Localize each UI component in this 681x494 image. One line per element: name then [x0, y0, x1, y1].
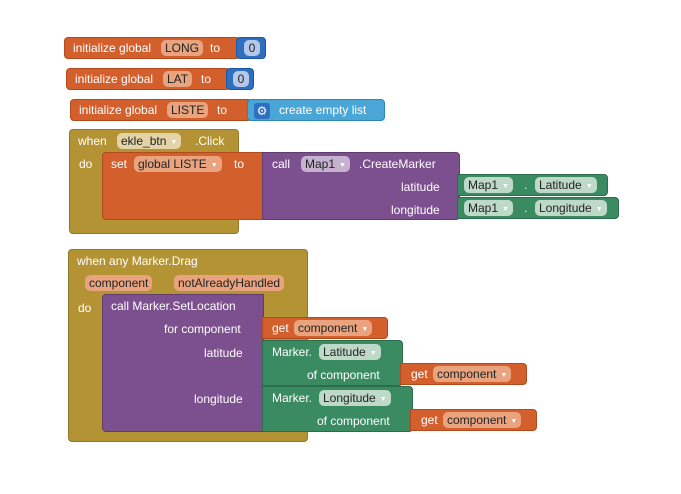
- var-name-liste[interactable]: LISTE: [167, 102, 209, 118]
- latitude-socket-label: latitude: [204, 346, 243, 360]
- map1-latitude-getter[interactable]: Map1▼ . Latitude▼: [457, 174, 608, 196]
- call-label: call Marker.SetLocation: [111, 299, 236, 313]
- init-global-label: initialize global: [75, 72, 154, 86]
- variable-name: component: [447, 413, 507, 427]
- dropdown-arrow-icon: ▼: [510, 418, 518, 425]
- for-component-label: for component: [164, 322, 241, 336]
- longitude-socket-label: longitude: [194, 392, 243, 406]
- property-name: Longitude: [539, 201, 592, 215]
- variable-dropdown[interactable]: component▼: [294, 320, 373, 336]
- get-component-block[interactable]: get component▼: [410, 409, 537, 431]
- param-not-already-handled[interactable]: notAlreadyHandled: [174, 275, 285, 291]
- when-label: when: [78, 134, 107, 148]
- component-dropdown[interactable]: Map1▼: [464, 200, 513, 216]
- to-label: to: [217, 103, 228, 117]
- map-component-dropdown[interactable]: Map1▼: [301, 156, 350, 172]
- do-label: do: [79, 157, 93, 171]
- number-value[interactable]: 0: [244, 40, 260, 56]
- property-dropdown[interactable]: Longitude▼: [319, 390, 391, 406]
- var-name-lat[interactable]: LAT: [163, 71, 193, 87]
- property-name: Latitude: [539, 178, 582, 192]
- dropdown-arrow-icon: ▼: [369, 350, 377, 357]
- marker-prefix: Marker.: [272, 391, 313, 405]
- dropdown-arrow-icon: ▼: [500, 372, 508, 379]
- method-name: .CreateMarker: [359, 157, 436, 171]
- number-value[interactable]: 0: [233, 71, 249, 87]
- var-name-long[interactable]: LONG: [161, 40, 204, 56]
- variable-dropdown[interactable]: component▼: [443, 412, 522, 428]
- init-global-label: initialize global: [79, 103, 158, 117]
- dot-separator: .: [524, 201, 528, 215]
- marker-latitude-getter[interactable]: Marker. Latitude▼ of component: [262, 340, 403, 386]
- call-label: call: [272, 157, 291, 171]
- call-set-location-block[interactable]: call Marker.SetLocation for component la…: [102, 294, 264, 432]
- param-component[interactable]: component: [85, 275, 153, 291]
- component-name: Map1: [468, 201, 499, 215]
- component-name: Map1: [305, 157, 336, 171]
- dropdown-arrow-icon: ▼: [502, 183, 509, 190]
- variable-name: component: [437, 367, 497, 381]
- set-variable-block[interactable]: set global LISTE▼ to: [102, 152, 266, 220]
- marker-prefix: Marker.: [272, 345, 313, 359]
- property-name: Longitude: [323, 391, 376, 405]
- init-global-long-block[interactable]: initialize global LONG to: [64, 37, 240, 59]
- init-global-liste-block[interactable]: initialize global LISTE to: [70, 99, 252, 121]
- dropdown-arrow-icon: ▼: [339, 162, 346, 169]
- get-component-block[interactable]: get component▼: [400, 363, 527, 385]
- number-block-long[interactable]: 0: [236, 37, 266, 59]
- dropdown-arrow-icon: ▼: [361, 326, 369, 333]
- component-dropdown[interactable]: ekle_btn▼: [117, 133, 182, 149]
- property-dropdown[interactable]: Longitude▼: [535, 200, 607, 216]
- variable-name: component: [298, 321, 358, 335]
- init-global-label: initialize global: [73, 41, 152, 55]
- get-label: get: [411, 367, 428, 381]
- event-name: .Click: [195, 134, 225, 148]
- property-dropdown[interactable]: Latitude▼: [535, 177, 597, 193]
- get-label: get: [272, 321, 289, 335]
- dropdown-arrow-icon: ▼: [585, 183, 593, 190]
- property-name: Latitude: [323, 345, 366, 359]
- longitude-socket-label: longitude: [391, 203, 440, 217]
- dropdown-arrow-icon: ▼: [210, 162, 218, 169]
- number-block-lat[interactable]: 0: [226, 68, 254, 90]
- mutator-gear-icon[interactable]: ⚙: [254, 103, 270, 119]
- get-label: get: [421, 413, 438, 427]
- dropdown-arrow-icon: ▼: [170, 139, 178, 146]
- set-label: set: [111, 157, 128, 171]
- property-dropdown[interactable]: Latitude▼: [319, 344, 381, 360]
- latitude-socket-label: latitude: [401, 180, 440, 194]
- get-component-block[interactable]: get component▼: [262, 317, 388, 339]
- marker-longitude-getter[interactable]: Marker. Longitude▼ of component: [262, 386, 413, 432]
- event-title: when any Marker.Drag: [77, 254, 198, 268]
- component-dropdown[interactable]: Map1▼: [464, 177, 513, 193]
- to-label: to: [210, 41, 221, 55]
- to-label: to: [201, 72, 212, 86]
- dot-separator: .: [524, 178, 528, 192]
- component-name: ekle_btn: [121, 134, 167, 148]
- create-empty-list-label: create empty list: [279, 103, 367, 117]
- component-name: Map1: [468, 178, 499, 192]
- do-label: do: [78, 301, 92, 315]
- call-create-marker-block[interactable]: call Map1▼ .CreateMarker latitude longit…: [262, 152, 460, 220]
- map1-longitude-getter[interactable]: Map1▼ . Longitude▼: [457, 197, 619, 219]
- of-component-label: of component: [317, 414, 390, 428]
- dropdown-arrow-icon: ▼: [502, 206, 509, 213]
- variable-dropdown[interactable]: component▼: [433, 366, 512, 382]
- variable-dropdown[interactable]: global LISTE▼: [134, 156, 222, 172]
- dropdown-arrow-icon: ▼: [595, 206, 603, 213]
- to-label: to: [234, 157, 245, 171]
- init-global-lat-block[interactable]: initialize global LAT to: [66, 68, 230, 90]
- create-empty-list-block[interactable]: ⚙ create empty list: [247, 99, 385, 121]
- of-component-label: of component: [307, 368, 380, 382]
- variable-name: global LISTE: [138, 157, 207, 171]
- dropdown-arrow-icon: ▼: [379, 396, 387, 403]
